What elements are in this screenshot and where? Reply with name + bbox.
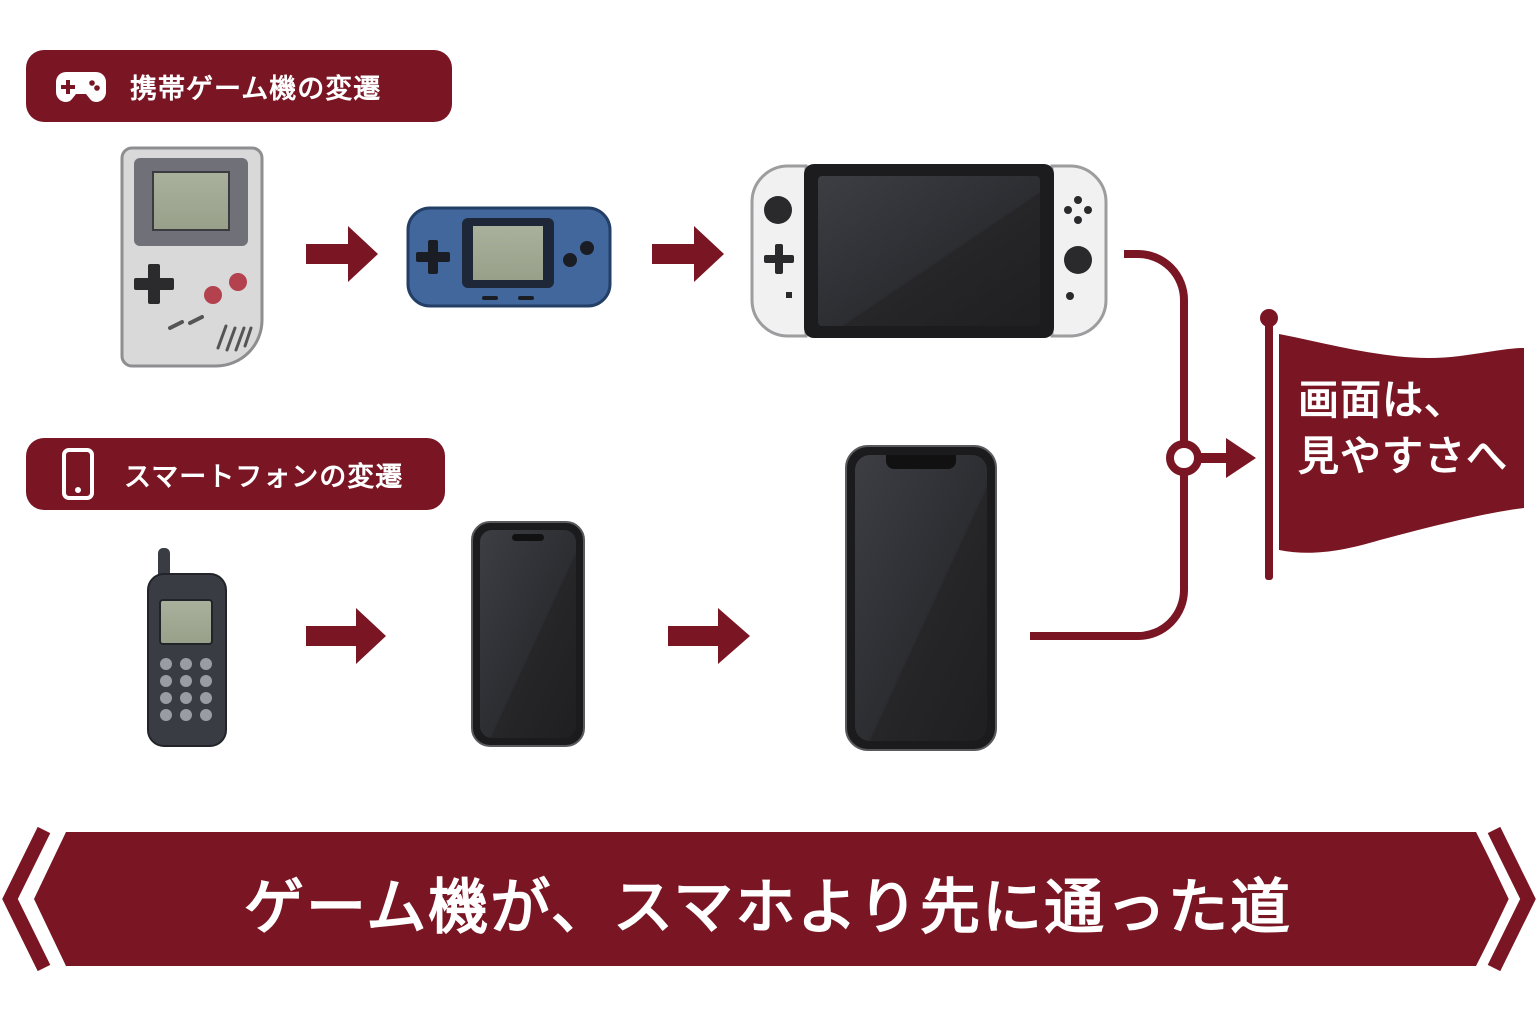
section-title-game: 携帯ゲーム機の変遷 [130, 73, 382, 105]
conclusion-line-1: 画面は、 [1298, 376, 1466, 424]
arrow-phone-1 [306, 608, 386, 664]
section-header-game: 携帯ゲーム機の変遷 [26, 50, 452, 122]
flag-icon [1260, 309, 1524, 580]
smartphone-large-icon [845, 445, 997, 751]
banner-left-chevron [2, 826, 51, 972]
arrow-phone-2 [668, 608, 750, 664]
section-title-phone: スマートフォンの変遷 [124, 461, 404, 493]
gameboy-icon [120, 146, 264, 368]
conclusion-text: 画面は、 見やすさへ [1298, 372, 1528, 484]
gamepad-icon [56, 72, 106, 102]
feature-phone-icon [147, 548, 227, 747]
compact-handheld-icon [406, 206, 612, 308]
hybrid-console-icon [750, 164, 1108, 338]
smartphone-small-icon [471, 521, 585, 747]
arrow-game-1 [306, 226, 378, 282]
smartphone-icon [62, 448, 94, 500]
banner-title: ゲーム機が、スマホより先に通った道 [244, 872, 1292, 943]
section-header-phone: スマートフォンの変遷 [26, 438, 445, 510]
arrow-game-2 [652, 226, 724, 282]
arrow-to-flag [1198, 438, 1256, 478]
merge-node [1166, 440, 1202, 476]
bottom-banner [34, 832, 1510, 966]
conclusion-line-2: 見やすさへ [1298, 432, 1508, 480]
banner-right-chevron [1487, 826, 1536, 972]
